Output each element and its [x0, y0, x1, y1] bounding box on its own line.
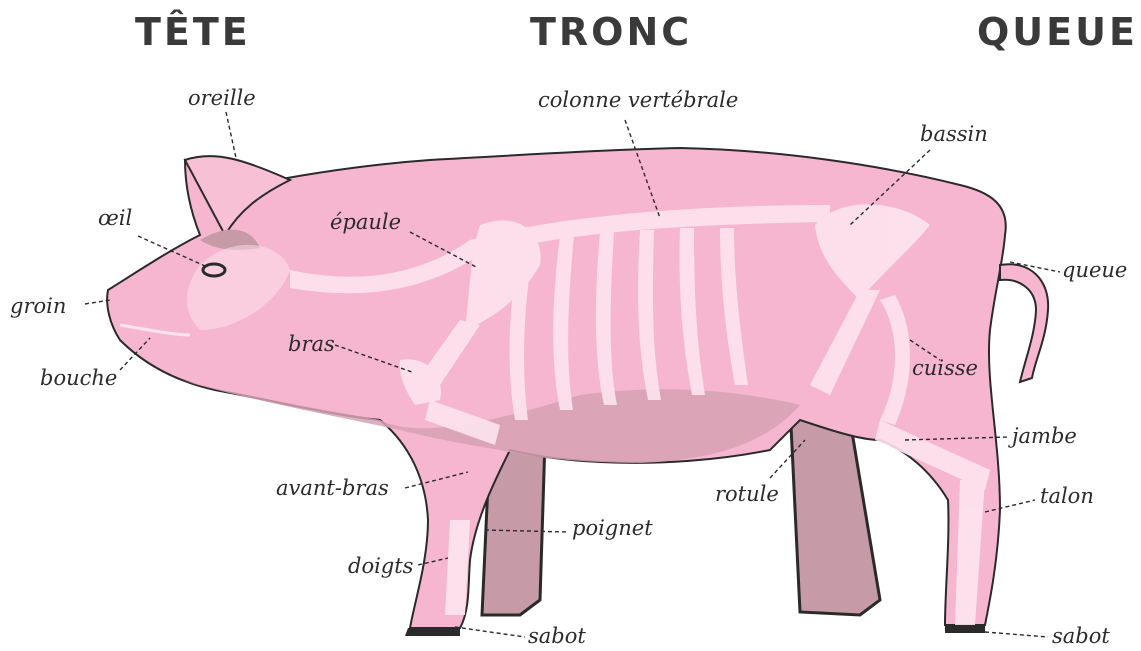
title-trunk: TRONC — [530, 10, 692, 54]
label-poignet: poignet — [572, 516, 653, 540]
label-sabot-back: sabot — [1052, 624, 1110, 648]
label-jambe: jambe — [1012, 424, 1077, 448]
label-talon: talon — [1040, 484, 1094, 508]
hooves — [405, 625, 985, 636]
tail-shape — [1000, 264, 1048, 382]
label-bassin: bassin — [920, 122, 988, 146]
label-epaule: épaule — [330, 210, 401, 234]
label-groin: groin — [10, 294, 66, 318]
label-avant-bras: avant-bras — [276, 476, 389, 500]
title-head: TÊTE — [135, 10, 251, 54]
label-cuisse: cuisse — [912, 356, 978, 380]
label-bouche: bouche — [40, 366, 117, 390]
label-oreille: oreille — [188, 86, 256, 110]
label-sabot-front: sabot — [528, 624, 586, 648]
label-doigts: doigts — [348, 554, 413, 578]
label-queue: queue — [1062, 258, 1127, 282]
label-bras: bras — [288, 332, 335, 356]
label-oeil: œil — [98, 206, 132, 230]
label-rotule: rotule — [715, 482, 779, 506]
title-tail: QUEUE — [977, 10, 1138, 54]
label-colonne-vertebrale: colonne vertébrale — [538, 88, 738, 112]
